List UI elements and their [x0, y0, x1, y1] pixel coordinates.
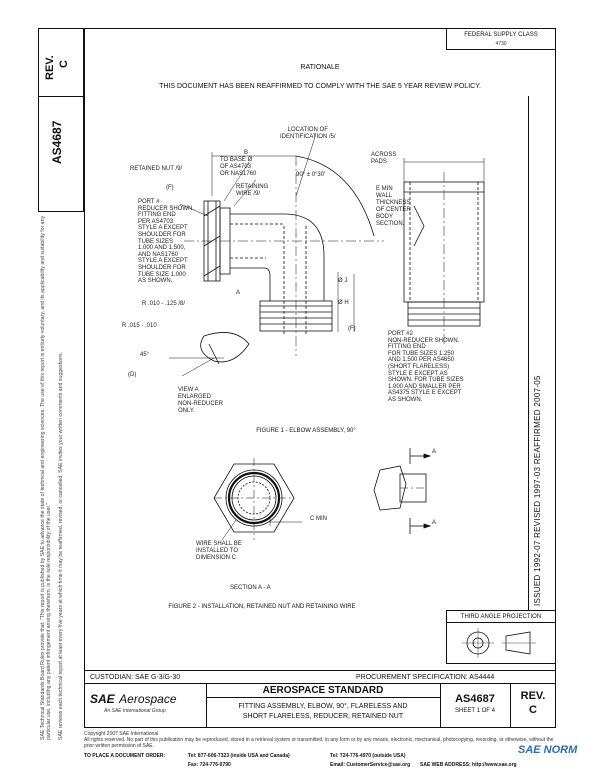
callout-to-base: TO BASE Ø OF AS4703 OR NAS1760 [220, 157, 257, 177]
callout-port2: PORT #2 NON-REDUCER SHOWN. FITTING END F… [388, 331, 464, 403]
wire-note: WIRE SHALL BE INSTALLED TO DIMENSION C [196, 541, 242, 561]
callout-f-2: (F) [348, 326, 356, 332]
side-rev-value: C [58, 60, 70, 68]
elbow-assembly-drawing [169, 133, 485, 377]
title-block [84, 670, 556, 728]
tel-outside: Tel: 724-776-4970 (outside USA) [330, 753, 406, 759]
callout-e-min: E MIN WALL THICKNESS OF CENTER BODY SECT… [376, 186, 411, 227]
section-a-a: SECTION A - A [230, 585, 271, 591]
aerospace-standard: AEROSPACE STANDARD [262, 685, 384, 696]
callout-retained-nut: RETAINED NUT /9/ [130, 166, 183, 172]
fsc-value: 4730 [495, 41, 507, 47]
disclaimer-1: SAE Technical Standards Board Rules prov… [40, 215, 52, 740]
callout-a: A [236, 290, 241, 296]
tb-rev-label: REV. [520, 690, 546, 702]
callout-port1: PORT # REDUCER SHOWN. FITTING END PER AS… [138, 199, 195, 285]
sae-norm-watermark: SAE NORM [518, 744, 578, 756]
procurement-spec: PROCUREMENT SPECIFICATION: AS4444 [356, 674, 495, 681]
rationale-heading: RATIONALE [300, 64, 340, 71]
c-min-label: C MIN [310, 516, 327, 522]
callout-dia-j: Ø J [338, 278, 348, 284]
callout-b: B [244, 150, 249, 156]
reaffirm-notice: THIS DOCUMENT HAS BEEN REAFFIRMED TO COM… [159, 83, 481, 90]
logo-sae: SAE [90, 692, 115, 706]
installation-drawing [213, 448, 432, 541]
title-line-1: FITTING ASSEMBLY, ELBOW, 90°, FLARELESS … [238, 703, 408, 710]
logo-aerospace: Aerospace [119, 692, 177, 706]
third-angle-symbol [462, 628, 536, 658]
revision-strip: ISSUED 1992-07 REVISED 1997-03 REAFFIRME… [533, 375, 542, 606]
fax: Fax: 724-776-0790 [188, 762, 231, 768]
callout-f-1: (F) [166, 185, 174, 191]
tel-inside: Tel: 877-606-7323 (inside USA and Canada… [188, 753, 290, 759]
callout-dia-h: Ø H [338, 300, 349, 306]
section-arrow-a-bottom: A [432, 520, 437, 526]
email[interactable]: Email: CustomerService@sae.org [330, 762, 411, 768]
tb-sheet: SHEET 1 OF 4 [455, 708, 495, 714]
side-rev-label: REV. [44, 55, 56, 80]
callout-45deg: 45° [140, 352, 150, 358]
side-panel [38, 28, 84, 212]
callout-retaining-wire: RETAINING WIRE /9/ [236, 184, 269, 197]
projection-box [446, 610, 556, 664]
rights-notice: All rights reserved. No part of this pub… [84, 737, 554, 749]
section-arrow-a-top: A [432, 449, 437, 455]
tb-doc-number: AS4687 [455, 693, 495, 705]
callout-across-pads: ACROSS PADS [371, 152, 397, 165]
title-line-2: SHORT FLARELESS, REDUCER, RETAINED NUT [242, 713, 404, 720]
copyright: Copyright 2007 SAE International [84, 731, 159, 737]
sae-aerospace-logo: SAE Aerospace An SAE International Group [90, 690, 202, 714]
callout-location-id: LOCATION OF IDENTIFICATION /5/ [280, 127, 336, 140]
side-doc-number: AS4687 [50, 120, 64, 164]
logo-sub: An SAE International Group [104, 708, 166, 714]
web-address[interactable]: SAE WEB ADDRESS: http://www.sae.org [420, 762, 517, 768]
callout-angle: 90° ± 0°30' [296, 172, 326, 178]
callout-d: (D) [128, 372, 137, 378]
figure2-caption: FIGURE 2 - INSTALLATION, RETAINED NUT AN… [168, 604, 356, 610]
disclaimer-2: SAE reviews each technical report at lea… [58, 352, 64, 740]
order-label: TO PLACE A DOCUMENT ORDER: [84, 753, 166, 759]
fsc-box [446, 28, 556, 50]
callout-r-010: R .010 - .125 /8/ [142, 301, 186, 307]
projection-label: THIRD ANGLE PROJECTION [460, 614, 542, 620]
callout-r-015: R .015 - .010 [122, 323, 157, 329]
figure1-caption: FIGURE 1 - ELBOW ASSEMBLY, 90° [256, 428, 356, 434]
custodian: CUSTODIAN: SAE G-3/G-30 [90, 674, 181, 681]
fsc-label: FEDERAL SUPPLY CLASS [464, 32, 538, 38]
tb-rev-value: C [529, 704, 537, 716]
callout-view-a: VIEW A ENLARGED NON-REDUCER ONLY. [178, 387, 223, 414]
